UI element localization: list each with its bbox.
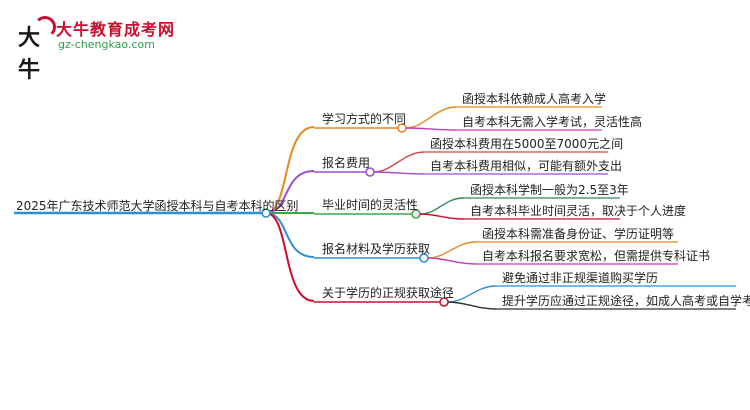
- branch-connector-4: [265, 212, 315, 258]
- child-connector-1-2: [405, 127, 457, 131]
- logo-url: gz-chengkao.com: [58, 38, 155, 51]
- child-connector-5-1: [447, 285, 497, 303]
- child-label-4-2: 自考本科报名要求宽松，但需提供专科证书: [482, 249, 711, 263]
- child-label-5-2: 提升学历应通过正规途径，如成人高考或自学考试: [502, 294, 750, 308]
- child-connector-4-1: [427, 241, 477, 259]
- branch-connector-5: [265, 212, 315, 302]
- child-label-1-2: 自考本科无需入学考试，灵活性高: [462, 115, 643, 129]
- site-logo[interactable]: 大牛 大牛教育成考网 gz-chengkao.com: [12, 14, 232, 83]
- child-label-2-1: 函授本科费用在5000至7000元之间: [430, 137, 624, 151]
- branch-label-5: 关于学历的正规获取途径: [322, 286, 455, 300]
- logo-title: 大牛教育成考网: [56, 20, 176, 39]
- child-connector-3-1: [419, 197, 465, 215]
- child-connector-5-2: [447, 301, 497, 310]
- child-connector-1-1: [405, 106, 457, 129]
- branch-connector-2: [265, 170, 315, 214]
- child-label-1-1: 函授本科依赖成人高考入学: [462, 92, 607, 106]
- root-node: 2025年广东技术师范大学函授本科与自考本科的区别: [16, 199, 299, 213]
- branch-label-4: 报名材料及学历获取: [322, 242, 431, 256]
- branch-label-3: 毕业时间的灵活性: [322, 198, 419, 212]
- child-label-3-1: 函授本科学制一般为2.5至3年: [470, 183, 629, 197]
- branch-label-2: 报名费用: [322, 156, 371, 170]
- branch-connector-1: [265, 126, 315, 214]
- child-connector-4-2: [427, 257, 477, 265]
- logo-swoosh-icon: [34, 16, 56, 38]
- child-label-5-1: 避免通过非正规渠道购买学历: [502, 271, 659, 285]
- child-connector-2-2: [373, 171, 425, 175]
- child-label-2-2: 自考本科费用相似，可能有额外支出: [430, 159, 623, 173]
- child-connector-3-2: [419, 213, 465, 220]
- child-label-4-1: 函授本科需准备身份证、学历证明等: [482, 227, 675, 241]
- child-label-3-2: 自考本科毕业时间灵活，取决于个人进度: [470, 204, 687, 218]
- branch-label-1: 学习方式的不同: [322, 112, 407, 126]
- child-connector-2-1: [373, 151, 425, 173]
- root-node-circle: [261, 208, 271, 218]
- logo-mark-icon: 大牛: [12, 14, 56, 83]
